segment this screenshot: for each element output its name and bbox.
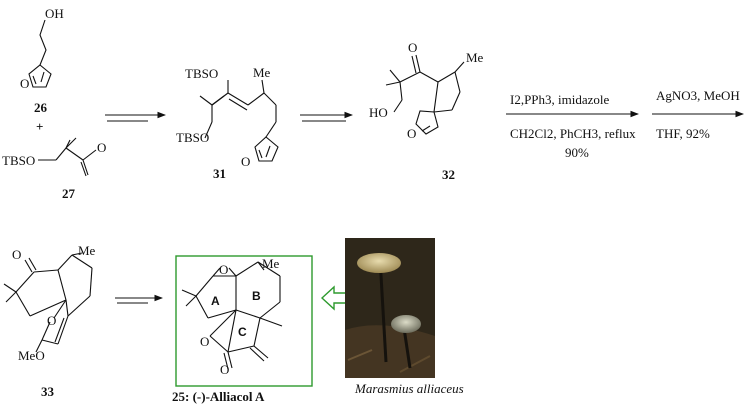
compound-number-32: 32 [442, 167, 455, 182]
photo-caption: Marasmius alliaceus [354, 381, 464, 396]
hydroxyl-label: HO [369, 105, 388, 120]
compound-number-31: 31 [213, 166, 226, 181]
ketone-oxygen-label: O [97, 140, 106, 155]
mushroom-photo [345, 238, 435, 378]
compound-33: O Me O MeO 33 [3, 243, 96, 399]
compound-number-27: 27 [62, 186, 76, 201]
hydroxyl-label: OH [45, 6, 64, 21]
methoxy-label: MeO [18, 348, 45, 363]
step1-reagents: I2,PPh3, imidazole [510, 92, 610, 107]
ring-label-c: C [238, 325, 247, 339]
ketone-oxygen-label: O [12, 247, 21, 262]
methyl-label: Me [262, 256, 280, 271]
ring-oxygen-label: O [47, 313, 56, 328]
lactone-ring-oxygen-label: O [200, 334, 209, 349]
ring-label-b: B [252, 289, 261, 303]
step1-solvent: CH2Cl2, PhCH3, reflux [510, 126, 636, 141]
tbso-label-bottom: TBSO [176, 130, 209, 145]
furan-oxygen-label: O [241, 154, 250, 169]
compound-32: O Me HO O 32 [369, 40, 484, 182]
target-highlight-box [175, 255, 313, 387]
ketone-oxygen-label: O [408, 40, 417, 55]
step2-reagents: AgNO3, MeOH [656, 88, 740, 103]
methyl-label: Me [253, 65, 271, 80]
step2-solvent-yield: THF, 92% [656, 126, 710, 141]
methyl-label: Me [466, 50, 484, 65]
target-caption: 25: (-)-Alliacol A [172, 389, 265, 404]
plus-sign: + [36, 119, 43, 134]
furan-oxygen-label: O [407, 126, 416, 141]
compound-number-26: 26 [34, 100, 48, 115]
furan-oxygen-label: O [20, 76, 29, 91]
lactone-carbonyl-oxygen-label: O [220, 362, 229, 377]
compound-number-33: 33 [41, 384, 55, 399]
compound-25: O O O Me A B C [181, 256, 283, 377]
ring-label-a: A [211, 294, 220, 308]
compound-27: TBSO O 27 [2, 137, 106, 201]
tbso-label: TBSO [2, 153, 35, 168]
methyl-label: Me [78, 243, 96, 258]
compound-31: TBSO TBSO Me O 31 [176, 65, 279, 181]
tbso-label-top: TBSO [185, 66, 218, 81]
step1-yield: 90% [565, 145, 589, 160]
compound-26: OH O 26 [20, 6, 64, 115]
epoxide-oxygen-label: O [219, 262, 228, 277]
